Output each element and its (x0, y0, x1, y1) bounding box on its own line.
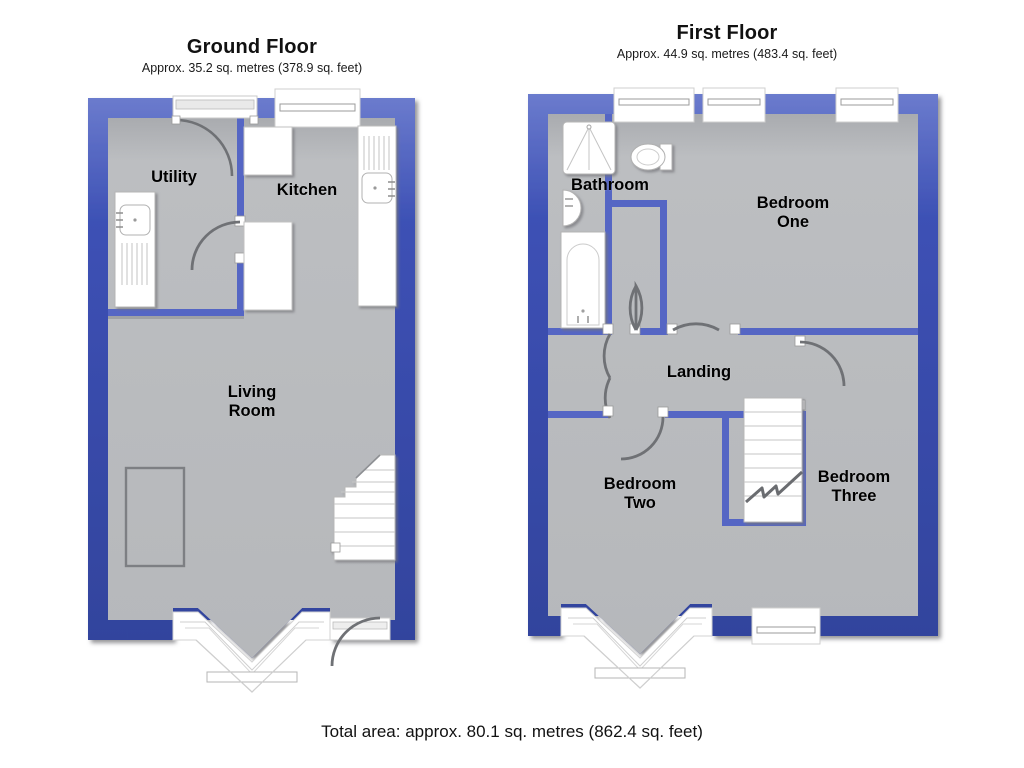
door-jamb-marker (249, 115, 259, 125)
first-floor-subtitle: Approx. 44.9 sq. metres (483.4 sq. feet) (616, 47, 838, 61)
staircase-down (743, 397, 804, 523)
door-swing-bedroom-one (672, 322, 720, 332)
wall-bedroom-two-right (722, 411, 729, 526)
bedroom-three-window-bottom (751, 607, 821, 645)
sink-plug (373, 186, 377, 190)
bay-frame (560, 607, 713, 689)
first-floor-plan (528, 87, 938, 689)
door-marker-bedroom-two (657, 406, 669, 418)
bay-glazing-front (594, 667, 686, 679)
wall-landing-bottom-left (548, 411, 610, 418)
window-top-right (835, 87, 899, 123)
bay-window-bottom (172, 611, 331, 693)
bathroom-bath (560, 231, 606, 329)
door-marker-lower-left (602, 405, 614, 417)
ground-internal-walls (108, 118, 244, 319)
door-swing-bathroom (602, 333, 612, 379)
window-glazing (618, 98, 690, 106)
wall-landing-top-mid (640, 328, 668, 335)
living-room-alcove (124, 466, 186, 568)
kitchen-units (243, 126, 293, 311)
bay-outer-edge (195, 639, 307, 693)
bath-plug (581, 309, 585, 313)
total-area-text: Total area: approx. 80.1 sq. metres (862… (321, 722, 703, 741)
first-bay-window-bottom (560, 607, 713, 689)
window-top-left (613, 87, 695, 123)
front-door-top-left (171, 95, 259, 177)
shower-head (586, 124, 592, 130)
door-marker-bedroom-one-b (729, 323, 741, 335)
door-swing-arc (190, 220, 241, 271)
wall-utility-kitchen-lower (237, 258, 244, 316)
staircase-up (330, 454, 396, 561)
utility-sink (114, 191, 156, 308)
wall-bedroom-two-top (665, 411, 805, 418)
wall-bathroom-right (605, 114, 612, 328)
ground-floor-interior (108, 118, 395, 658)
basin-taps (565, 198, 573, 207)
bay-inner-line-1 (568, 617, 706, 667)
bay-inner-line-1 (180, 621, 324, 671)
wall-shadow-line (108, 316, 244, 319)
sink-drainer-grooves (363, 136, 390, 170)
kitchen-unit-upper (243, 126, 293, 176)
stair-outline (743, 397, 803, 523)
window-top-middle (702, 87, 766, 123)
stair-treads (744, 411, 802, 497)
stair-newel-marker (330, 542, 341, 553)
alcove-outline (124, 466, 186, 568)
wall-bedroom-one-bottom (738, 328, 918, 335)
window-glazing (756, 626, 816, 634)
door-leaf (175, 99, 255, 110)
stair-cut-line (355, 454, 381, 479)
door-marker-bathroom (602, 323, 614, 335)
ground-floor-plan (88, 88, 415, 693)
bay-outer-edge (583, 635, 695, 689)
bathroom-basin (562, 189, 582, 227)
door-hinge-marker (171, 115, 181, 125)
door-swing-arc (175, 118, 234, 177)
kitchen-sink (357, 125, 397, 307)
window-frame (751, 607, 821, 645)
wall-bedroom-one-top-left (605, 200, 667, 207)
wall-living-room-top-left (108, 309, 244, 316)
sink-plug (133, 218, 137, 222)
window-glazing (840, 98, 894, 106)
stair-treads (334, 469, 395, 547)
kitchen-window-top (274, 88, 361, 128)
first-floor-title: First Floor (676, 22, 778, 44)
shower-fan-lines (566, 126, 612, 171)
stair-direction-arrow (745, 470, 804, 504)
wall-bathroom-bottom (548, 328, 612, 335)
bath-inner (566, 243, 600, 326)
door-swing-landing-left-b (628, 285, 638, 331)
bathroom-toilet (630, 143, 673, 171)
kitchen-unit-lower (243, 221, 293, 311)
toilet-seat (636, 148, 660, 166)
sink-basin (361, 172, 393, 204)
window-glazing (707, 98, 761, 106)
window-glazing (279, 103, 356, 112)
bath-taps (577, 316, 589, 323)
entrance-door-bottom-right (329, 616, 391, 667)
ground-floor-title: Ground Floor (186, 36, 318, 58)
bathroom-shower (562, 121, 616, 175)
bay-glazing-front (206, 671, 298, 683)
sink-taps (388, 181, 395, 197)
ground-floor-subtitle: Approx. 35.2 sq. metres (378.9 sq. feet) (141, 61, 363, 75)
first-floor-interior (548, 114, 918, 654)
door-swing-bedroom-two (620, 416, 665, 461)
wall-utility-kitchen-upper (237, 118, 244, 220)
sink-taps (116, 212, 123, 228)
door-swing-arc (330, 616, 381, 667)
door-swing-bedroom-three (799, 340, 846, 387)
wall-bedroom-one-left (660, 200, 667, 328)
sink-drainer-grooves (121, 243, 148, 285)
